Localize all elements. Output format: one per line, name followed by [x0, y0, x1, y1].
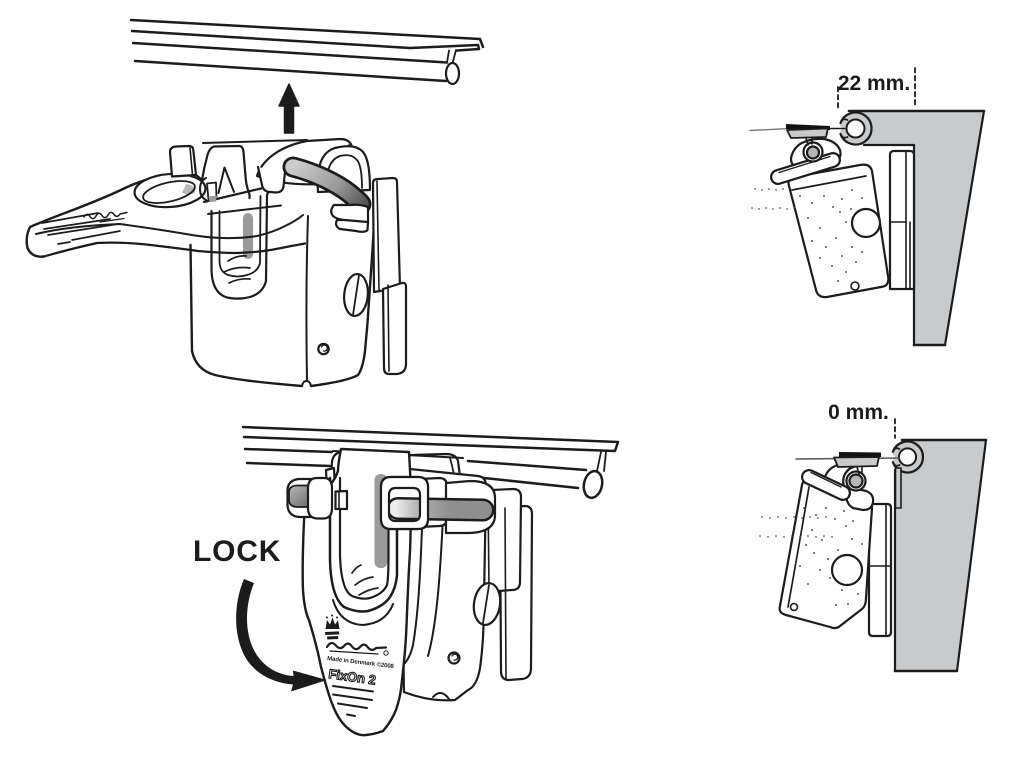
svg-text:22 mm.: 22 mm.: [838, 72, 910, 95]
svg-text:FixOn 2: FixOn 2: [328, 666, 377, 687]
svg-text:LOCK: LOCK: [193, 535, 281, 568]
svg-text:0 mm.: 0 mm.: [828, 401, 889, 424]
